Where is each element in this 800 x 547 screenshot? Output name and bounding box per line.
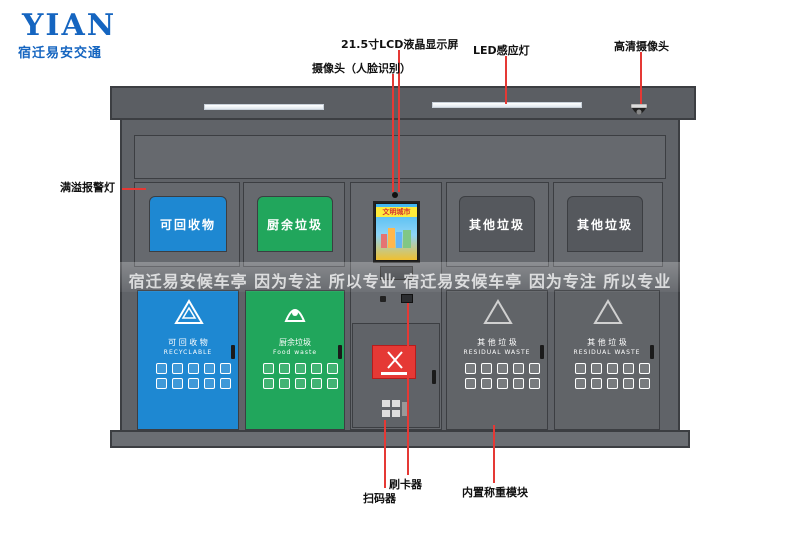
recycle-outline-icon [593,299,623,329]
bin-top-label: 厨余垃圾 [266,217,323,232]
callout-scanner-label: 扫码器 [363,492,396,505]
city-graphic [380,226,413,248]
callout-line-overflow [122,188,146,190]
door-label-en: RESIDUAL WASTE [463,349,531,356]
hd-camera-icon [630,103,648,117]
door-label-en: Food waste [272,349,318,356]
logo-text: YIAN [22,8,117,43]
door-handle-1[interactable] [231,345,235,359]
info-panel [380,266,413,280]
callout-line-led [505,56,507,104]
lcd-screen[interactable]: 文明城市 [373,201,420,263]
waste-icon-grid [263,363,338,389]
bin-top-other-1[interactable]: 其他垃圾 [459,196,535,252]
callout-scale-label: 内置称重模块 [462,486,528,499]
door-handle-4[interactable] [650,345,654,359]
center-warning-sticker [372,345,416,379]
bin-top-label: 其他垃圾 [576,217,633,232]
callout-line-lcd [398,50,400,192]
screen-title: 文明城市 [376,207,417,217]
small-camera-icon [380,296,386,302]
waste-icon-grid [465,363,540,389]
scanner-icon[interactable] [380,398,410,420]
bin-door-recyclable[interactable]: 可 回 收 物 RECYCLABLE [137,290,239,430]
callout-line-face-camera [392,74,394,192]
door-label-cn: 厨余垃圾 [279,338,311,347]
watermark-band [0,262,800,292]
callout-hd-camera-label: 高清摄像头 [614,40,669,53]
callout-line-hd-camera [640,52,642,104]
bin-door-kitchen[interactable]: 厨余垃圾 Food waste [245,290,345,430]
waste-icon-grid [575,363,650,389]
door-label-en: RECYCLABLE [163,349,213,356]
logo-subtitle: 宿迁易安交通 [18,46,103,61]
roof [110,86,696,120]
callout-overflow-label: 满溢报警灯 [60,181,115,194]
card-reader-icon[interactable] [401,294,413,303]
callout-face-camera-label: 摄像头（人脸识别） [312,62,411,75]
led-light-right [432,102,582,108]
callout-line-scale [493,425,495,483]
callout-led-label: LED感应灯 [473,44,530,57]
face-camera-icon [392,192,398,198]
watermark-text: 宿迁易安候车亭 因为专注 所以专业 宿迁易安候车亭 因为专注 所以专业 [128,272,672,291]
callout-lcd-label: 21.5寸LCD液晶显示屏 [341,38,459,51]
upper-panel [134,135,666,179]
waste-icon-grid [156,363,231,389]
bin-top-other-2[interactable]: 其他垃圾 [567,196,643,252]
door-handle-2[interactable] [338,345,342,359]
kiosk-base [110,430,690,448]
door-label-en: RESIDUAL WASTE [573,349,641,356]
door-label-cn: 可 回 收 物 [168,338,208,347]
callout-card-reader-label: 刷卡器 [389,478,422,491]
bin-top-label: 可回收物 [159,217,216,232]
door-label-cn: 其 他 垃 圾 [587,338,627,347]
door-label-cn: 其 他 垃 圾 [477,338,517,347]
bin-top-recyclable[interactable]: 可回收物 [149,196,227,252]
recycle-outline-icon [483,299,513,329]
led-light-left [204,104,324,110]
callout-line-card-reader [407,303,409,475]
recycle-icon [174,299,204,329]
food-waste-icon [280,297,310,331]
callout-line-scanner [384,420,386,488]
bin-top-kitchen[interactable]: 厨余垃圾 [257,196,333,252]
door-handle-3[interactable] [540,345,544,359]
center-door-handle[interactable] [432,370,436,384]
bin-door-other-2[interactable]: 其 他 垃 圾 RESIDUAL WASTE [554,290,660,430]
bin-door-other-1[interactable]: 其 他 垃 圾 RESIDUAL WASTE [446,290,548,430]
bin-top-label: 其他垃圾 [468,217,525,232]
